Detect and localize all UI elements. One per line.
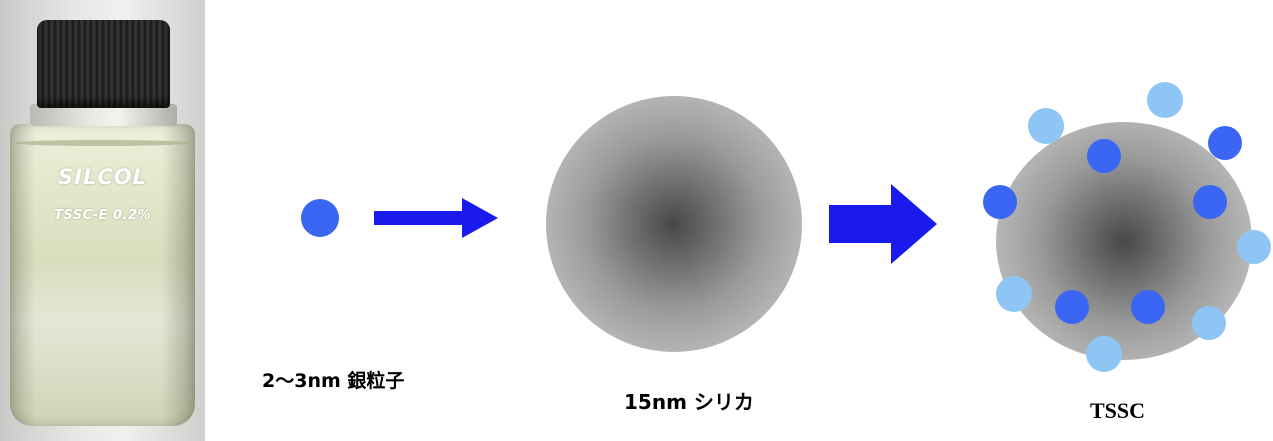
silver-particle <box>1192 306 1226 340</box>
tssc-label: TSSC <box>1090 398 1146 423</box>
silver-particle <box>1193 185 1227 219</box>
arrow-right-icon <box>374 198 498 238</box>
silver-particle <box>1131 290 1165 324</box>
vial-photo: SILCOL TSSC-E 0.2% <box>0 0 205 441</box>
silver-particle <box>1086 336 1122 372</box>
vial-product-label: TSSC-E 0.2% <box>53 208 152 223</box>
silica-sphere <box>546 96 802 352</box>
silver-particle <box>301 199 339 237</box>
vial-glass <box>10 124 195 426</box>
silver-particle-label: 2～3nm 銀粒子 <box>262 370 405 392</box>
silver-particle <box>996 276 1032 312</box>
arrow-right-icon <box>829 184 937 264</box>
vial-neck <box>30 104 177 126</box>
liquid-surface <box>14 140 191 146</box>
silver-particle <box>1028 108 1064 144</box>
silver-particle <box>1237 230 1271 264</box>
silver-particle <box>1147 82 1183 118</box>
silver-particle <box>1087 139 1121 173</box>
silver-particle <box>1055 290 1089 324</box>
vial-brand-label: SILCOL <box>58 165 147 189</box>
silica-label: 15nm シリカ <box>624 390 754 414</box>
silver-particle <box>1208 126 1242 160</box>
vial-cap <box>37 20 170 108</box>
silver-particle <box>983 185 1017 219</box>
